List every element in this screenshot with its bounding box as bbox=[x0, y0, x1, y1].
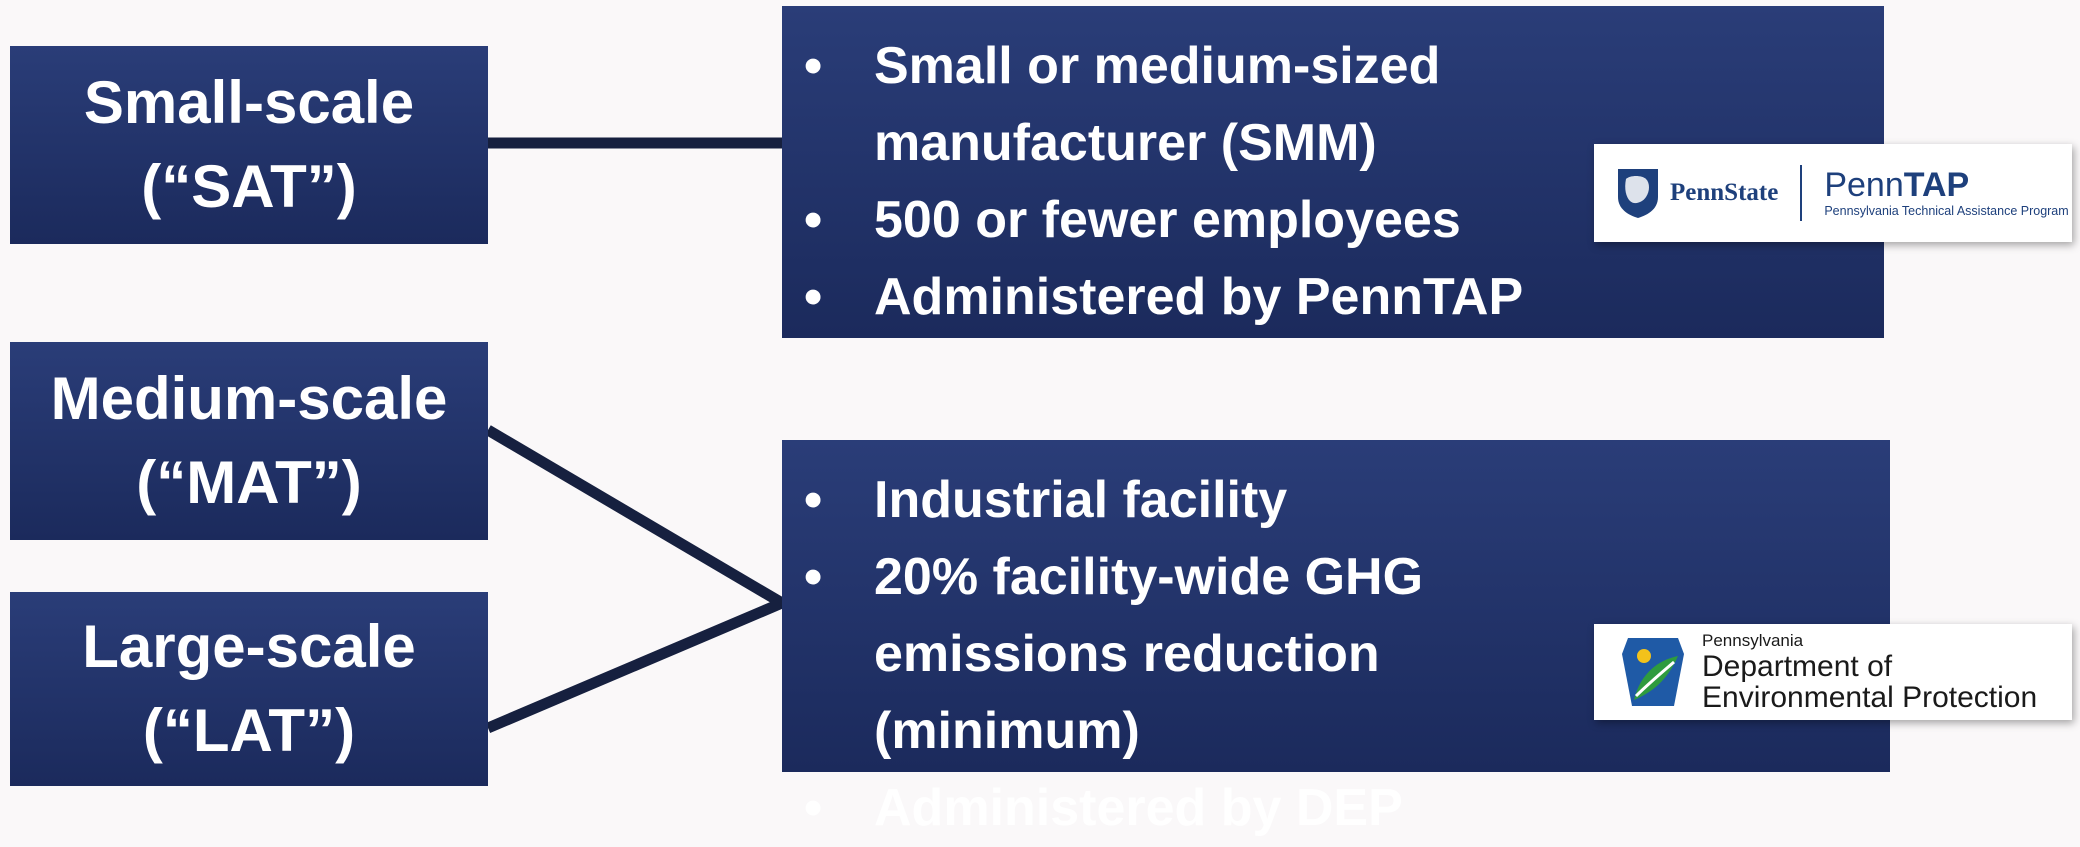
list-item: Small or medium-sized manufacturer (SMM) bbox=[782, 28, 1654, 182]
penntap-title: PennTAP bbox=[1824, 166, 1970, 204]
penntap-subtitle: Pennsylvania Technical Assistance Progra… bbox=[1824, 204, 2069, 218]
small-scale-label: Small-scale bbox=[83, 69, 415, 136]
small-scale-box: Small-scale (“SAT”) bbox=[10, 46, 488, 244]
pa-keystone-leaf-icon bbox=[1622, 638, 1684, 706]
penntap-wordmark: PennTAP Pennsylvania Technical Assistanc… bbox=[1824, 167, 2068, 219]
nittany-lion-shield-icon bbox=[1618, 169, 1658, 218]
medium-scale-box: Medium-scale (“MAT”) bbox=[10, 342, 488, 540]
large-scale-label: Large-scale bbox=[82, 613, 416, 680]
list-item: Industrial facility bbox=[782, 462, 1860, 539]
small-scale-abbr: (“SAT”) bbox=[141, 153, 357, 220]
connector-lat-to-industrial bbox=[485, 597, 785, 734]
logo-divider bbox=[1800, 165, 1803, 221]
connector-mat-to-industrial bbox=[485, 425, 785, 608]
dep-logo: Pennsylvania Department of Environmental… bbox=[1594, 624, 2072, 720]
dep-wordmark: Pennsylvania Department of Environmental… bbox=[1702, 631, 2037, 713]
dep-name-line2: Environmental Protection bbox=[1702, 681, 2038, 714]
dep-state: Pennsylvania bbox=[1702, 631, 1804, 650]
dep-name-line1: Department of bbox=[1702, 650, 1893, 683]
medium-scale-label: Medium-scale bbox=[50, 365, 448, 432]
industrial-criteria-box: Industrial facility 20% facility-wide GH… bbox=[782, 440, 1890, 847]
smm-criteria-list: Small or medium-sized manufacturer (SMM)… bbox=[782, 28, 1854, 336]
list-item: 20% facility-wide GHG emissions reductio… bbox=[782, 539, 1654, 770]
large-scale-abbr: (“LAT”) bbox=[142, 697, 356, 764]
large-scale-box: Large-scale (“LAT”) bbox=[10, 592, 488, 786]
connector-lines bbox=[485, 137, 785, 734]
list-item: 500 or fewer employees bbox=[782, 182, 1854, 259]
list-item: Administered by PennTAP bbox=[782, 259, 1854, 336]
medium-scale-abbr: (“MAT”) bbox=[136, 449, 362, 516]
pennstate-wordmark: PennState bbox=[1670, 179, 1779, 206]
penntap-logo: PennState PennTAP Pennsylvania Technical… bbox=[1594, 144, 2072, 242]
list-item: Administered by DEP bbox=[782, 770, 1860, 847]
